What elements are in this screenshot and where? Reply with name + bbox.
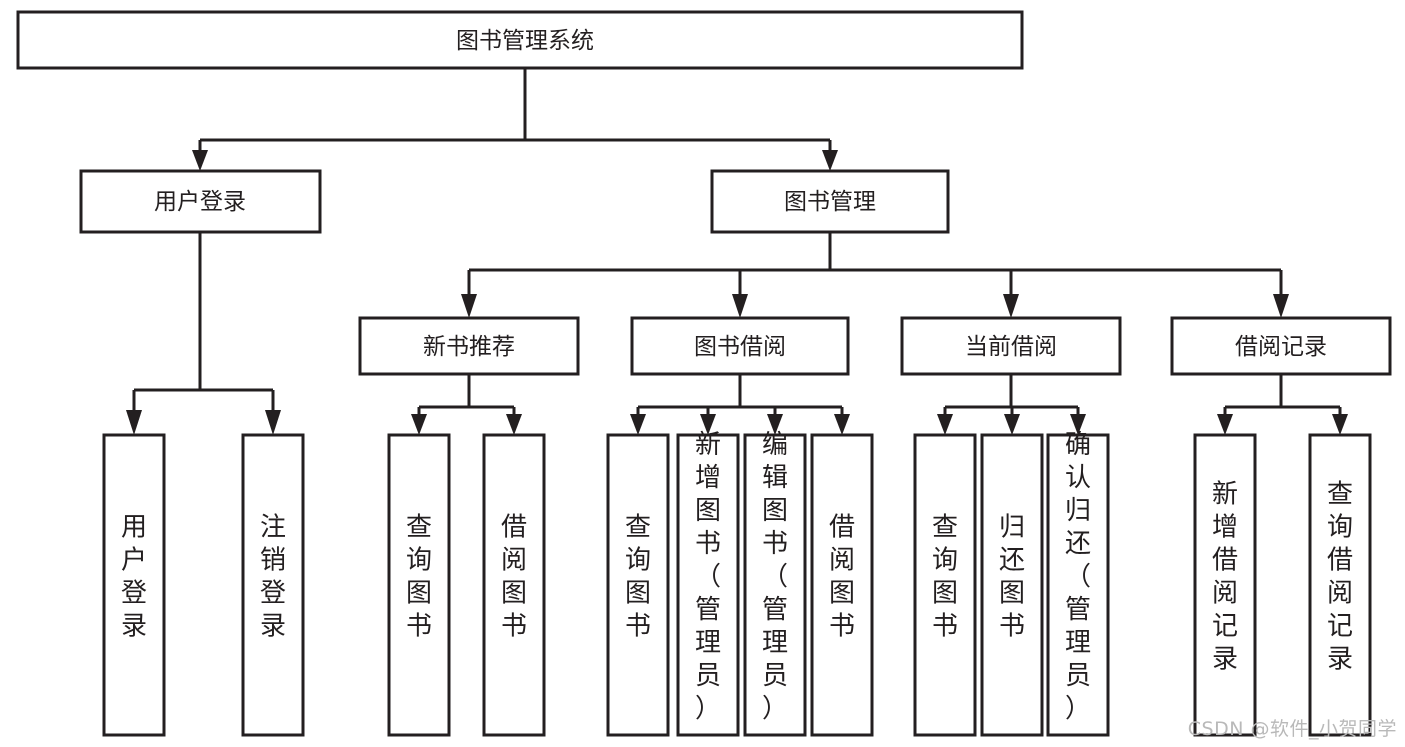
- arrow-head-leaf-query-book-1: [411, 414, 427, 435]
- node-leaf-query-book-2-box: [606, 433, 670, 737]
- node-leaf-confirm-return-label: 确认归还（管理员）: [1065, 430, 1091, 724]
- node-leaf-query-book-3[interactable]: 查询图书: [913, 433, 977, 737]
- arrow-head-borrow-record: [1273, 294, 1289, 318]
- edges-book-manage-to-level3: [461, 232, 1289, 318]
- node-leaf-confirm-return[interactable]: 确认归还（管理员）: [1046, 430, 1110, 737]
- node-leaf-logout[interactable]: 注销登录: [241, 433, 305, 737]
- edges-user-login-to-leaves: [126, 232, 281, 435]
- node-leaf-borrow-book-2-box: [810, 433, 874, 737]
- node-leaf-query-book-1-label: 查询图书: [406, 513, 432, 642]
- node-book-borrow-label: 图书借阅: [694, 334, 786, 360]
- node-new-book-recommend-label: 新书推荐: [423, 334, 515, 360]
- node-leaf-borrow-book-2-label: 借阅图书: [829, 513, 855, 642]
- node-root-label: 图书管理系统: [456, 28, 594, 54]
- arrow-head-new-book-recommend: [461, 294, 477, 318]
- arrow-head-book-manage: [822, 150, 838, 171]
- node-leaf-add-book-box: [676, 433, 740, 737]
- node-leaf-query-book-1-box: [387, 433, 451, 737]
- node-current-borrow[interactable]: 当前借阅: [900, 316, 1122, 376]
- edges-borrow-record-to-leaves: [1217, 374, 1348, 435]
- arrow-head-leaf-logout: [265, 410, 281, 435]
- arrow-head-leaf-return-book: [1004, 414, 1020, 435]
- node-leaf-add-record-label: 新增借阅记录: [1212, 480, 1238, 675]
- node-borrow-record-box: [1170, 316, 1392, 376]
- node-leaf-add-book-label: 新增图书（管理员）: [695, 430, 721, 724]
- arrow-head-leaf-query-book-2: [630, 414, 646, 435]
- node-leaf-confirm-return-box: [1046, 433, 1110, 737]
- arrow-head-user-login: [192, 150, 208, 171]
- node-leaf-query-record-box: [1308, 433, 1372, 737]
- node-leaf-add-record-box: [1193, 433, 1257, 737]
- arrow-head-leaf-confirm-return: [1070, 414, 1086, 435]
- node-leaf-user-login-label: 用户登录: [121, 513, 147, 642]
- node-leaf-borrow-book-1-label: 借阅图书: [501, 513, 527, 642]
- arrow-head-leaf-add-record: [1217, 414, 1233, 435]
- edges-book-borrow-to-leaves: [630, 374, 850, 435]
- node-borrow-record-label: 借阅记录: [1235, 334, 1327, 360]
- node-leaf-borrow-book-2[interactable]: 借阅图书: [810, 433, 874, 737]
- arrow-head-book-borrow: [732, 294, 748, 318]
- arrow-head-leaf-borrow-book-2: [834, 414, 850, 435]
- node-leaf-borrow-book-1-box: [482, 433, 546, 737]
- node-leaf-edit-book-box: [743, 433, 807, 737]
- node-leaf-query-book-2-label: 查询图书: [625, 513, 651, 642]
- edges-root-to-level2: [192, 68, 838, 171]
- node-leaf-user-login[interactable]: 用户登录: [102, 433, 166, 737]
- node-root[interactable]: 图书管理系统: [16, 10, 1024, 70]
- node-leaf-query-record-label: 查询借阅记录: [1327, 480, 1353, 675]
- arrow-head-current-borrow: [1003, 294, 1019, 318]
- node-leaf-edit-book[interactable]: 编辑图书（管理员）: [743, 430, 807, 737]
- node-leaf-logout-box: [241, 433, 305, 737]
- node-user-login-box: [79, 169, 322, 234]
- arrow-head-leaf-edit-book: [767, 414, 783, 435]
- node-leaf-logout-label: 注销登录: [260, 513, 286, 642]
- node-book-manage[interactable]: 图书管理: [710, 169, 950, 234]
- node-user-login[interactable]: 用户登录: [79, 169, 322, 234]
- node-leaf-user-login-box: [102, 433, 166, 737]
- arrow-head-leaf-borrow-book-1: [506, 414, 522, 435]
- node-leaf-add-record[interactable]: 新增借阅记录: [1193, 433, 1257, 737]
- node-leaf-query-book-3-box: [913, 433, 977, 737]
- node-new-book-recommend-box: [358, 316, 580, 376]
- arrow-head-leaf-add-book: [700, 414, 716, 435]
- node-leaf-add-book[interactable]: 新增图书（管理员）: [676, 430, 740, 737]
- edges-new-book-recommend-to-leaves: [411, 374, 522, 435]
- edges-current-borrow-to-leaves: [937, 374, 1086, 435]
- node-leaf-return-book[interactable]: 归还图书: [980, 433, 1044, 737]
- node-current-borrow-label: 当前借阅: [965, 334, 1057, 360]
- node-leaf-return-book-label: 归还图书: [999, 513, 1025, 642]
- node-leaf-borrow-book-1[interactable]: 借阅图书: [482, 433, 546, 737]
- node-borrow-record[interactable]: 借阅记录: [1170, 316, 1392, 376]
- arrow-head-leaf-query-record: [1332, 414, 1348, 435]
- node-user-login-label: 用户登录: [154, 189, 246, 215]
- arrow-head-leaf-query-book-3: [937, 414, 953, 435]
- node-leaf-query-record[interactable]: 查询借阅记录: [1308, 433, 1372, 737]
- node-leaf-return-book-box: [980, 433, 1044, 737]
- node-leaf-query-book-2[interactable]: 查询图书: [606, 433, 670, 737]
- node-root-box: [16, 10, 1024, 70]
- node-new-book-recommend[interactable]: 新书推荐: [358, 316, 580, 376]
- node-current-borrow-box: [900, 316, 1122, 376]
- node-leaf-edit-book-label: 编辑图书（管理员）: [762, 430, 788, 724]
- node-book-borrow-box: [630, 316, 850, 376]
- node-leaf-query-book-1[interactable]: 查询图书: [387, 433, 451, 737]
- node-book-manage-box: [710, 169, 950, 234]
- node-book-borrow[interactable]: 图书借阅: [630, 316, 850, 376]
- node-book-manage-label: 图书管理: [784, 189, 876, 215]
- node-leaf-query-book-3-label: 查询图书: [932, 513, 958, 642]
- arrow-head-leaf-user-login: [126, 410, 142, 435]
